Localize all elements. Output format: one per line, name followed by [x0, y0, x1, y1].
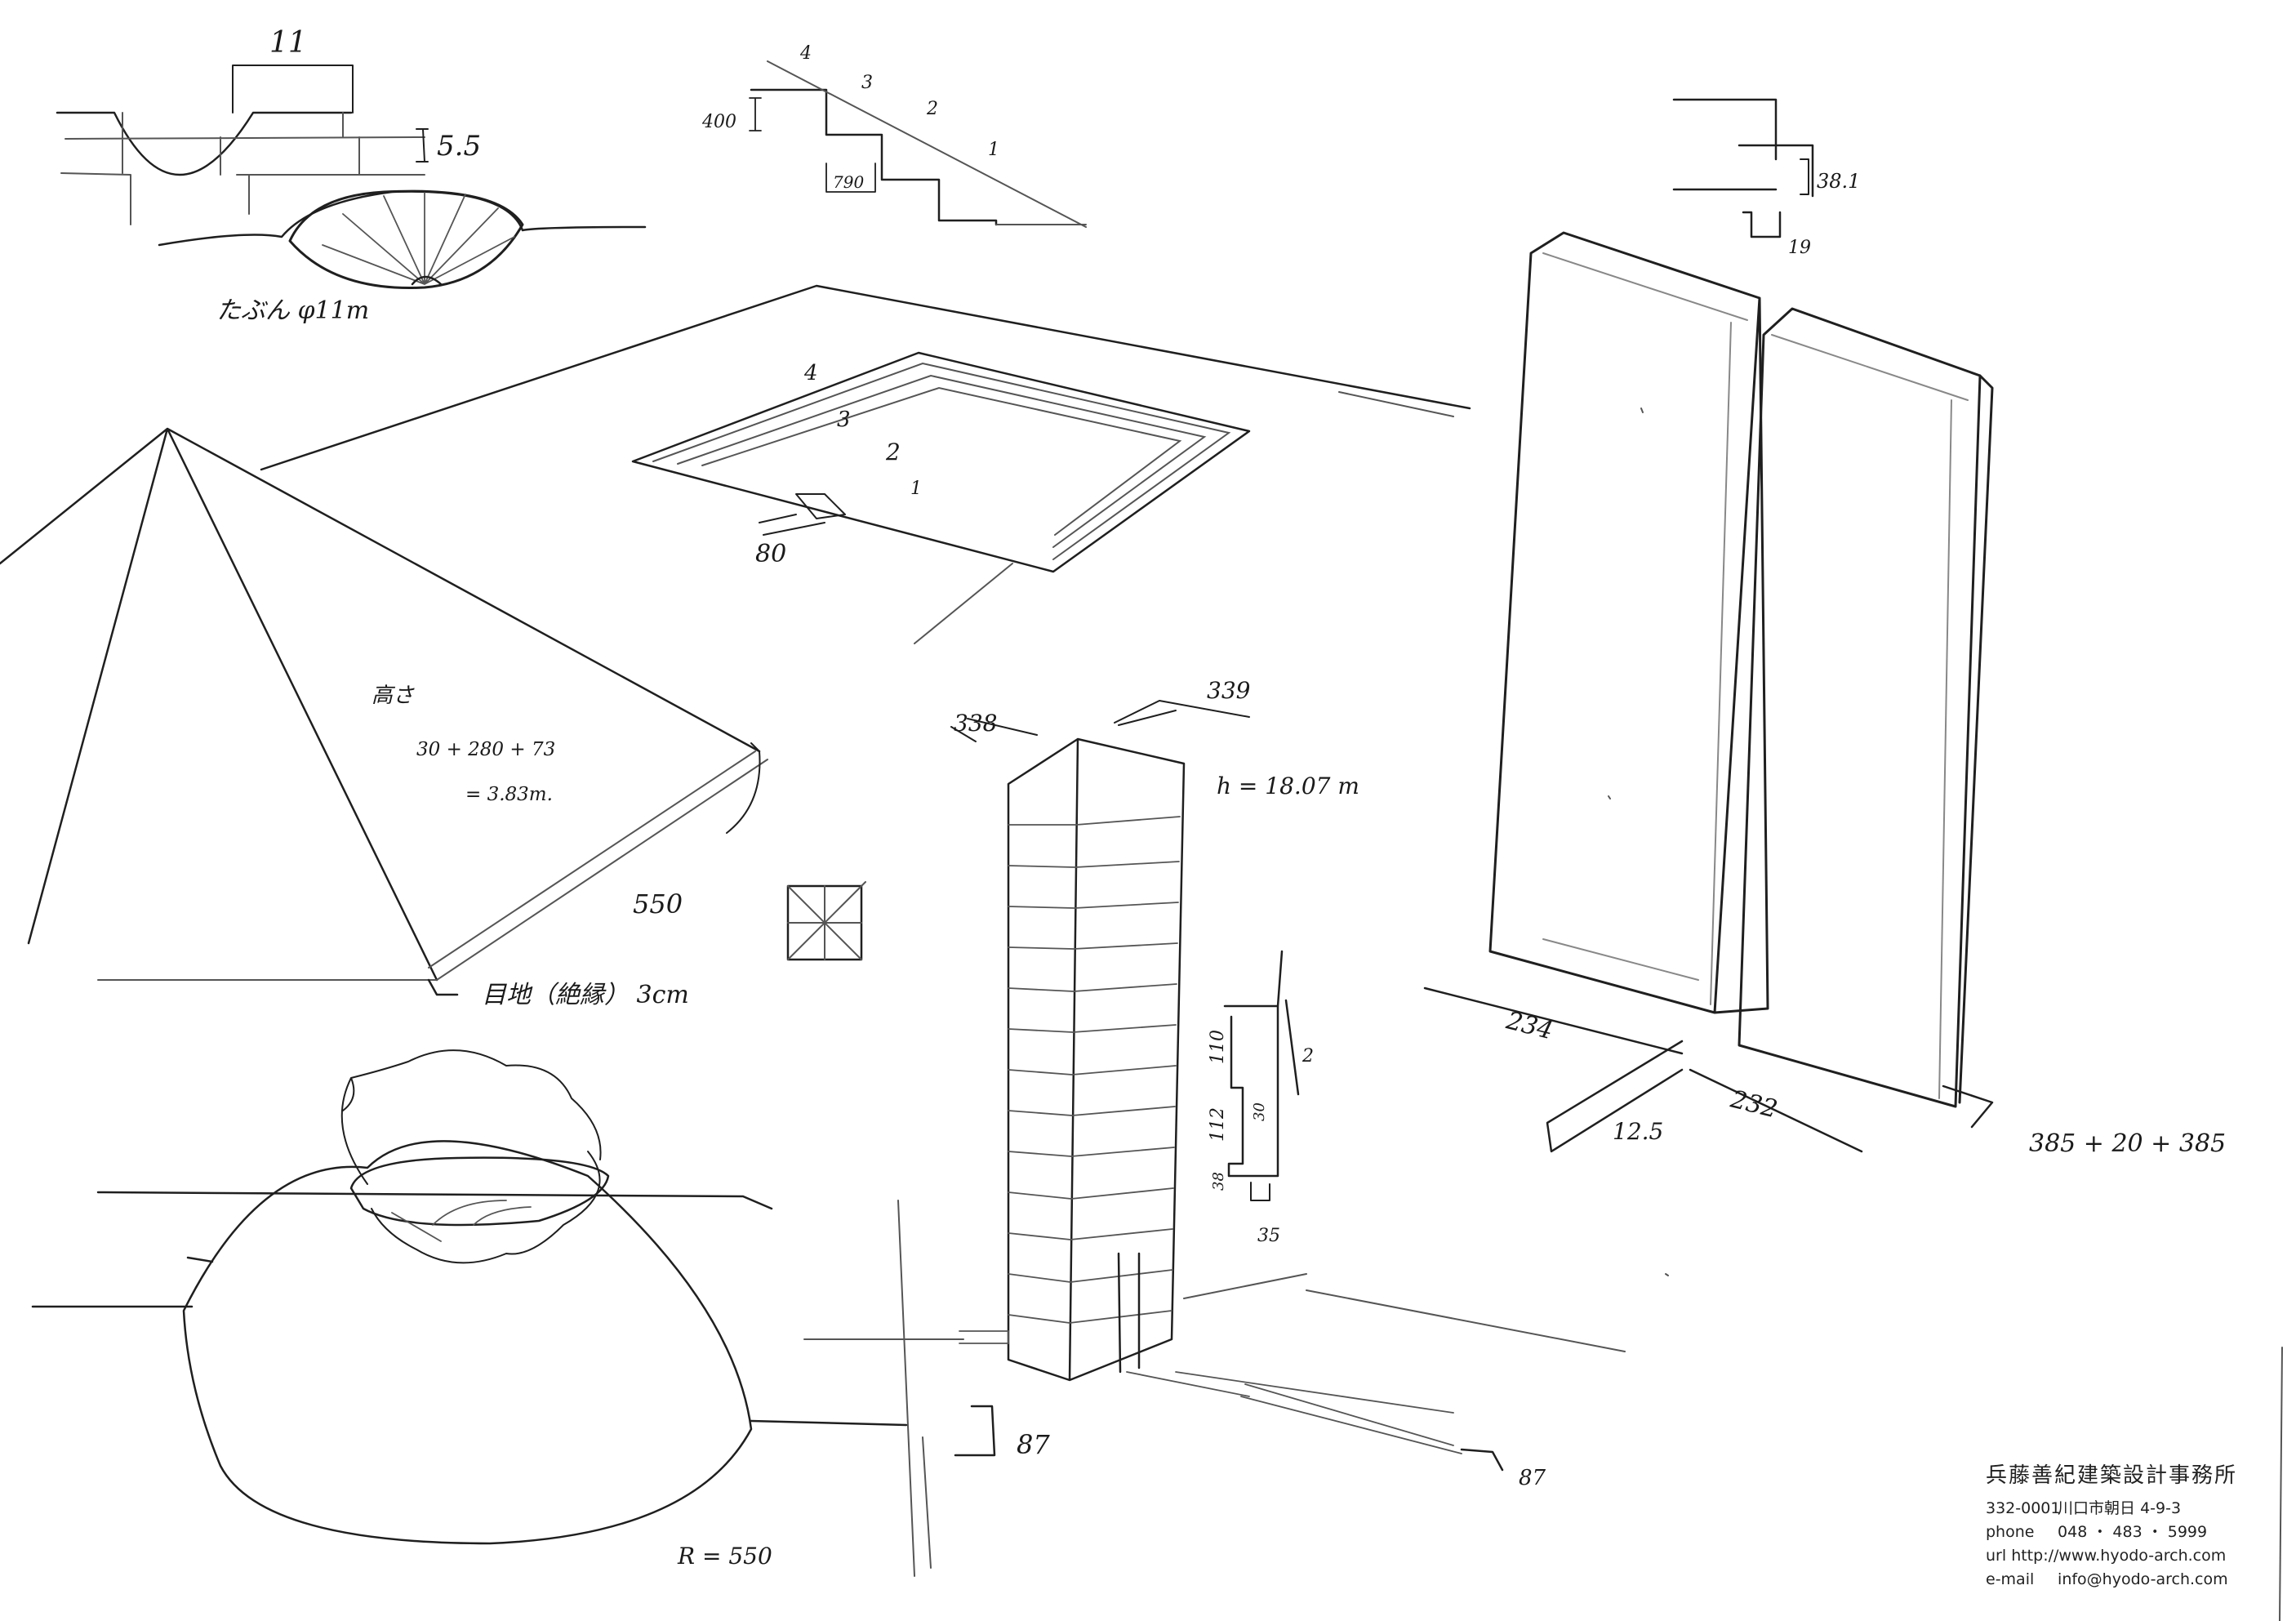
tower-sketch: 338 339 h = 18.07 m 110 112 30 38 2 35 8… — [803, 677, 1626, 1577]
stair-step-2: 2 — [926, 99, 938, 119]
stair-step-4: 4 — [799, 43, 812, 64]
pyramid-sketch: 高さ 30 + 280 + 73 = 3.83m. 550 目地（絶縁） 3cm — [0, 427, 768, 1009]
dip-dim-top: 11 — [269, 26, 307, 60]
office-phone-row: phone 048 ・ 483 ・ 5999 — [1986, 1521, 2288, 1544]
office-address-row: 332-0001 川口市朝日 4-9-3 — [1986, 1497, 2288, 1521]
stair-step-1: 1 — [988, 140, 999, 160]
dip-note: たぶん φ11m — [216, 296, 369, 325]
slab-dim-top-detail: 38.1 — [1817, 170, 1860, 193]
office-url-link[interactable]: http://www.hyodo-arch.com — [2011, 1547, 2227, 1565]
office-address: 川口市朝日 4-9-3 — [2058, 1499, 2182, 1517]
office-email-label: e-mail — [1986, 1570, 2035, 1588]
tower-height: h = 18.07 m — [1217, 773, 1359, 799]
pyramid-dim-base: 550 — [633, 888, 683, 920]
tower-dim-w1: 338 — [954, 710, 997, 737]
slabs-sketch: 38.1 19 234 232 12.5 385 + 20 + 385 — [1423, 98, 2226, 1158]
plan-square-sketch — [786, 881, 866, 961]
tower-joint-dim-35: 35 — [1257, 1226, 1280, 1246]
office-contact-block: 兵藤善紀建築設計事務所 332-0001 川口市朝日 4-9-3 phone 0… — [1986, 1458, 2288, 1592]
slab-dim-gap: 12.5 — [1613, 1118, 1663, 1145]
pyramid-height-label: 高さ — [372, 684, 415, 708]
ground-plane-sketch: 4 3 2 1 80 — [260, 284, 1471, 644]
slab-dim-total: 385 + 20 + 385 — [2029, 1129, 2226, 1158]
dome-sketch: R = 550 — [31, 1049, 908, 1570]
stair-section-sketch: 4 3 2 1 400 790 — [701, 43, 1087, 228]
stair-dim-tread: 790 — [833, 172, 864, 192]
stair-step-3: 3 — [861, 73, 873, 93]
tower-joint-dim-110: 110 — [1208, 1030, 1228, 1064]
tower-joint-dim-2: 2 — [1302, 1046, 1314, 1067]
pyramid-height-formula: 30 + 280 + 73 — [416, 739, 555, 760]
dome-radius: R = 550 — [677, 1543, 772, 1570]
tower-dim-base-right: 87 — [1519, 1466, 1546, 1490]
slab-dim-right: 232 — [1727, 1084, 1780, 1124]
office-email-row: e-mail info@hyodo-arch.com — [1986, 1568, 2288, 1592]
tower-dim-w2: 339 — [1207, 677, 1250, 704]
hemisphere-dip-sketch: 11 5.5 たぶん φ11m — [56, 26, 647, 325]
office-name: 兵藤善紀建築設計事務所 — [1986, 1463, 2238, 1488]
tower-joint-dim-38: 38 — [1210, 1172, 1227, 1191]
square-step-4: 4 — [803, 361, 818, 385]
office-postal: 332-0001 — [1986, 1499, 2061, 1517]
stray-marks — [1608, 407, 2283, 1621]
slab-dim-top-small: 19 — [1788, 238, 1811, 258]
stair-dim-riser: 400 — [701, 112, 736, 132]
square-step-3: 3 — [837, 407, 851, 432]
pyramid-joint-note: 目地（絶縁） 3cm — [482, 981, 689, 1009]
square-step-1: 1 — [910, 479, 922, 499]
dip-dim-depth: 5.5 — [437, 130, 481, 163]
office-email-link[interactable]: info@hyodo-arch.com — [2058, 1570, 2228, 1588]
square-step-2: 2 — [885, 439, 901, 465]
square-dim-step: 80 — [755, 540, 786, 568]
tower-joint-dim-112: 112 — [1208, 1107, 1228, 1142]
office-url-label: url — [1986, 1547, 2007, 1565]
office-phone: 048 ・ 483 ・ 5999 — [2058, 1523, 2208, 1541]
office-phone-label: phone — [1986, 1523, 2035, 1541]
office-url-row: url http://www.hyodo-arch.com — [1986, 1544, 2288, 1568]
slab-dim-left: 234 — [1502, 1006, 1555, 1045]
tower-dim-base-left: 87 — [1017, 1429, 1050, 1460]
pyramid-height-result: = 3.83m. — [465, 784, 553, 805]
tower-joint-dim-30: 30 — [1251, 1102, 1268, 1121]
